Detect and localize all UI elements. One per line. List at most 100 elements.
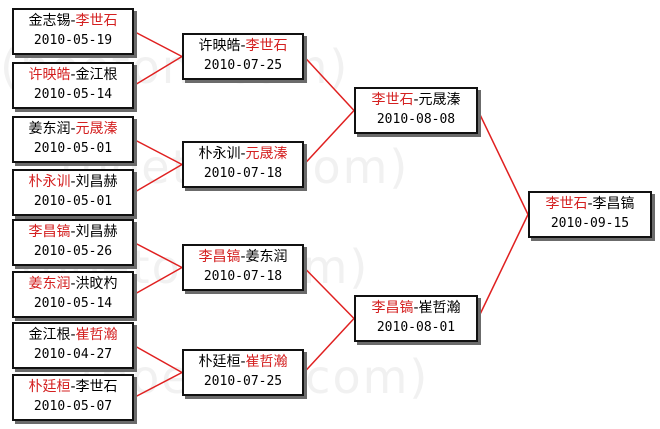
match-players: 李昌镐-刘昌赫 <box>14 222 132 242</box>
vs-separator: - <box>413 92 419 108</box>
vs-separator: - <box>70 379 76 395</box>
match-date: 2010-07-25 <box>203 374 283 389</box>
match-date: 2010-05-14 <box>33 296 113 311</box>
match-date: 2010-07-18 <box>203 166 283 181</box>
player-b: 李世石 <box>75 379 118 395</box>
match-box-round2-2: 朴永训-元晟溱 2010-07-18 <box>182 141 304 188</box>
player-a: 姜东润 <box>28 276 71 292</box>
vs-separator: - <box>70 174 76 190</box>
match-box-round1-5: 李昌镐-刘昌赫 2010-05-26 <box>12 219 134 266</box>
match-date: 2010-05-07 <box>33 399 113 414</box>
player-a: 李世石 <box>371 92 414 108</box>
player-a: 李昌镐 <box>371 300 414 316</box>
player-b: 崔哲瀚 <box>418 300 461 316</box>
player-b: 元晟溱 <box>418 92 461 108</box>
player-b: 元晟溱 <box>245 146 288 162</box>
player-b: 洪旼杓 <box>75 276 118 292</box>
match-box-round1-2: 许映皓-金江根 2010-05-14 <box>12 62 134 109</box>
match-box-round3-2: 李昌镐-崔哲瀚 2010-08-01 <box>354 295 478 342</box>
match-players: 朴永训-元晟溱 <box>184 144 302 164</box>
match-date: 2010-05-14 <box>33 87 113 102</box>
match-date: 2010-05-01 <box>33 141 113 156</box>
player-b: 李世石 <box>245 38 288 54</box>
match-players: 姜东润-洪旼杓 <box>14 274 132 294</box>
match-date: 2010-08-08 <box>376 112 456 127</box>
match-players: 朴廷桓-李世石 <box>14 377 132 397</box>
bracket-connector-line <box>303 55 355 112</box>
match-players: 许映皓-李世石 <box>184 36 302 56</box>
vs-separator: - <box>70 121 76 137</box>
player-a: 许映皓 <box>198 38 241 54</box>
vs-separator: - <box>413 300 419 316</box>
match-date: 2010-09-15 <box>550 216 630 231</box>
bracket-connector-line <box>133 30 183 58</box>
match-date: 2010-08-01 <box>376 320 456 335</box>
vs-separator: - <box>70 276 76 292</box>
match-box-round1-3: 姜东润-元晟溱 2010-05-01 <box>12 116 134 163</box>
player-a: 金志锡 <box>28 13 71 29</box>
vs-separator: - <box>70 224 76 240</box>
bracket-connector-line <box>477 214 529 319</box>
match-box-final-1: 李世石-李昌镐 2010-09-15 <box>528 191 652 238</box>
player-b: 金江根 <box>75 67 118 83</box>
match-date: 2010-04-27 <box>33 347 113 362</box>
match-box-round1-6: 姜东润-洪旼杓 2010-05-14 <box>12 271 134 318</box>
vs-separator: - <box>587 196 593 212</box>
player-b: 李昌镐 <box>592 196 635 212</box>
match-box-round1-1: 金志锡-李世石 2010-05-19 <box>12 8 134 55</box>
player-a: 朴永训 <box>28 174 71 190</box>
player-a: 金江根 <box>28 327 71 343</box>
player-b: 姜东润 <box>245 249 288 265</box>
match-box-round1-7: 金江根-崔哲瀚 2010-04-27 <box>12 322 134 369</box>
player-b: 崔哲瀚 <box>245 354 288 370</box>
match-players: 李昌镐-崔哲瀚 <box>356 298 476 318</box>
bracket-connector-line <box>133 266 183 296</box>
player-a: 朴廷桓 <box>198 354 241 370</box>
player-a: 许映皓 <box>28 67 71 83</box>
player-b: 元晟溱 <box>75 121 118 137</box>
player-a: 姜东润 <box>28 121 71 137</box>
match-box-round1-4: 朴永训-刘昌赫 2010-05-01 <box>12 169 134 216</box>
vs-separator: - <box>70 13 76 29</box>
match-players: 李世石-李昌镐 <box>530 194 650 214</box>
match-box-round2-3: 李昌镐-姜东润 2010-07-18 <box>182 244 304 291</box>
match-date: 2010-05-19 <box>33 33 113 48</box>
bracket-connector-line <box>303 266 355 320</box>
bracket-connector-line <box>133 55 183 87</box>
player-a: 李世石 <box>545 196 588 212</box>
vs-separator: - <box>70 327 76 343</box>
vs-separator: - <box>240 146 246 162</box>
match-players: 李世石-元晟溱 <box>356 90 476 110</box>
bracket-connector-line <box>133 241 183 269</box>
match-box-round2-4: 朴廷桓-崔哲瀚 2010-07-25 <box>182 349 304 396</box>
match-date: 2010-07-25 <box>203 58 283 73</box>
match-players: 朴廷桓-崔哲瀚 <box>184 352 302 372</box>
match-box-round2-1: 许映皓-李世石 2010-07-25 <box>182 33 304 80</box>
match-players: 李昌镐-姜东润 <box>184 247 302 267</box>
match-players: 姜东润-元晟溱 <box>14 119 132 139</box>
match-players: 许映皓-金江根 <box>14 65 132 85</box>
bracket-connector-line <box>303 109 355 166</box>
bracket-connector-line <box>133 344 183 374</box>
match-box-round3-1: 李世石-元晟溱 2010-08-08 <box>354 87 478 134</box>
vs-separator: - <box>70 67 76 83</box>
bracket-connector-line <box>303 317 355 374</box>
player-b: 崔哲瀚 <box>75 327 118 343</box>
vs-separator: - <box>240 38 246 54</box>
match-date: 2010-07-18 <box>203 269 283 284</box>
player-b: 李世石 <box>75 13 118 29</box>
vs-separator: - <box>240 249 246 265</box>
player-a: 朴廷桓 <box>28 379 71 395</box>
bracket-connector-line <box>477 110 529 215</box>
bracket-connector-line <box>133 163 183 194</box>
match-players: 金志锡-李世石 <box>14 11 132 31</box>
bracket-connector-line <box>133 138 183 166</box>
match-date: 2010-05-26 <box>33 244 113 259</box>
bracket-connector-line <box>133 371 183 399</box>
match-date: 2010-05-01 <box>33 194 113 209</box>
vs-separator: - <box>240 354 246 370</box>
player-a: 李昌镐 <box>198 249 241 265</box>
player-b: 刘昌赫 <box>75 174 118 190</box>
